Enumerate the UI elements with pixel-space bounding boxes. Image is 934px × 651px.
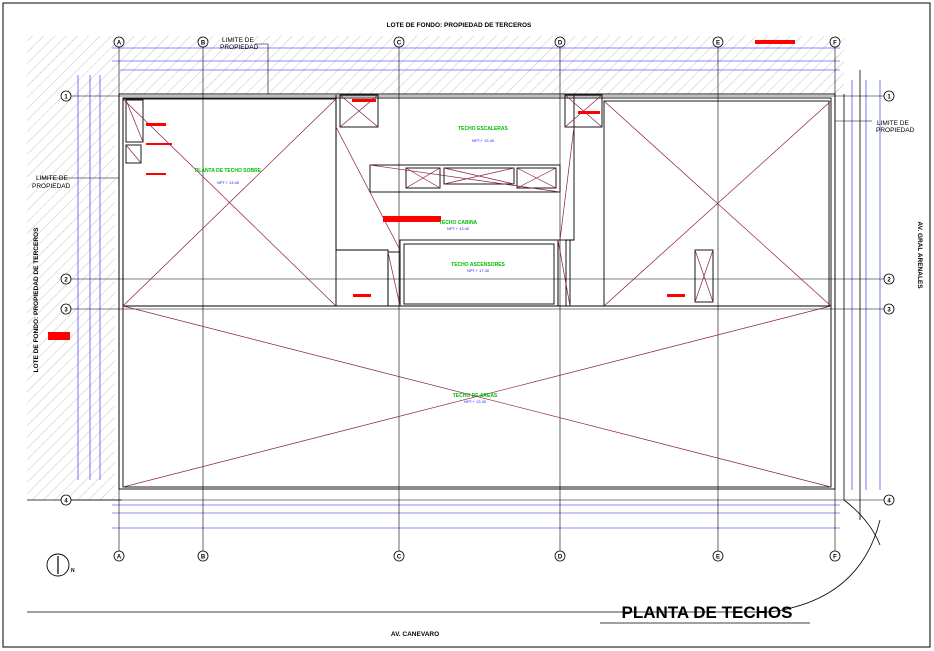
room-labels: PLANTA DE TECHO SOBRE TECHO ESCALERAS TE… <box>195 126 509 399</box>
axis-label-row-right: 1 <box>887 95 891 101</box>
annotation-marks <box>48 40 795 340</box>
axis-label-row-left: 3 <box>64 308 68 314</box>
room-level: NPT.+ 13.40 <box>447 226 470 231</box>
limit-callouts: LIMITE DE PROPIEDAD LIMITE DE PROPIEDAD … <box>32 37 915 190</box>
room-level: NPT.+ 13.40 <box>464 399 487 404</box>
grid-axes <box>65 42 890 552</box>
room-label: TECHO CABINA <box>439 220 478 226</box>
axis-label-row-left: 1 <box>64 95 68 101</box>
axis-label-col-top: B <box>201 41 206 47</box>
limit-label-right: PROPIEDAD <box>876 127 915 134</box>
axis-label-col-top: D <box>558 41 563 47</box>
room-label: TECHO DE AREAS <box>453 393 498 399</box>
room-levels: NPT.+ 13.40 NPT.+ 13.40 NPT.+ 13.40 NPT.… <box>217 138 495 404</box>
drawing-title: PLANTA DE TECHOS <box>622 603 793 622</box>
axis-label-row-left: 2 <box>64 278 68 284</box>
neighbour-lot-hatch <box>27 36 844 500</box>
north-label: N <box>71 568 75 574</box>
axis-label-col-bottom: A <box>117 555 122 561</box>
axis-label-col-top: E <box>716 41 720 47</box>
bottom-dimensions <box>112 504 840 529</box>
limit-label-left: PROPIEDAD <box>32 183 71 190</box>
axis-label-col-bottom: C <box>397 555 402 561</box>
roof-slope-lines <box>122 94 832 488</box>
limit-label-top: PROPIEDAD <box>220 44 259 51</box>
axis-label-row-right: 4 <box>887 499 891 505</box>
building-outline <box>118 93 836 490</box>
room-label: PLANTA DE TECHO SOBRE <box>195 168 262 174</box>
right-dimensions <box>851 80 881 490</box>
property-limit <box>27 70 881 613</box>
room-level: NPT.+ 17.40 <box>467 268 490 273</box>
room-level: NPT.+ 13.40 <box>217 180 240 185</box>
north-arrow-icon: N <box>46 553 75 577</box>
right-boundary-label: AV. GRAL ARENALES <box>916 221 923 289</box>
room-label: TECHO ESCALERAS <box>458 126 508 132</box>
room-label: TECHO ASCENSORES <box>451 262 505 268</box>
axis-label-row-right: 2 <box>887 278 891 284</box>
limit-label-right: LIMITE DE <box>877 120 909 127</box>
axis-label-col-top: C <box>397 41 402 47</box>
top-boundary-label: LOTE DE FONDO: PROPIEDAD DE TERCEROS <box>387 22 532 29</box>
axis-label-col-top: A <box>117 41 122 47</box>
axis-label-row-left: 4 <box>64 499 68 505</box>
left-boundary-label: LOTE DE FONDO: PROPIEDAD DE TERCEROS <box>33 227 40 372</box>
bottom-boundary-label: AV. CANEVARO <box>391 631 439 638</box>
top-dimensions <box>112 47 840 71</box>
room-level: NPT.+ 13.40 <box>472 138 495 143</box>
axis-label-col-bottom: E <box>716 555 720 561</box>
axis-label-col-bottom: B <box>201 555 206 561</box>
axis-label-col-bottom: F <box>833 555 837 561</box>
axis-label-row-right: 3 <box>887 308 891 314</box>
left-dimensions <box>77 75 101 480</box>
axis-labels: A B C D E F A B C D E F 1 2 3 4 1 2 3 4 <box>64 41 891 561</box>
limit-label-left: LIMITE DE <box>36 175 68 182</box>
limit-callout-lines <box>40 43 872 179</box>
axis-label-col-top: F <box>833 41 837 47</box>
axis-bubbles <box>60 36 895 562</box>
limit-label-top: LIMITE DE <box>222 37 254 44</box>
axis-label-col-bottom: D <box>558 555 563 561</box>
